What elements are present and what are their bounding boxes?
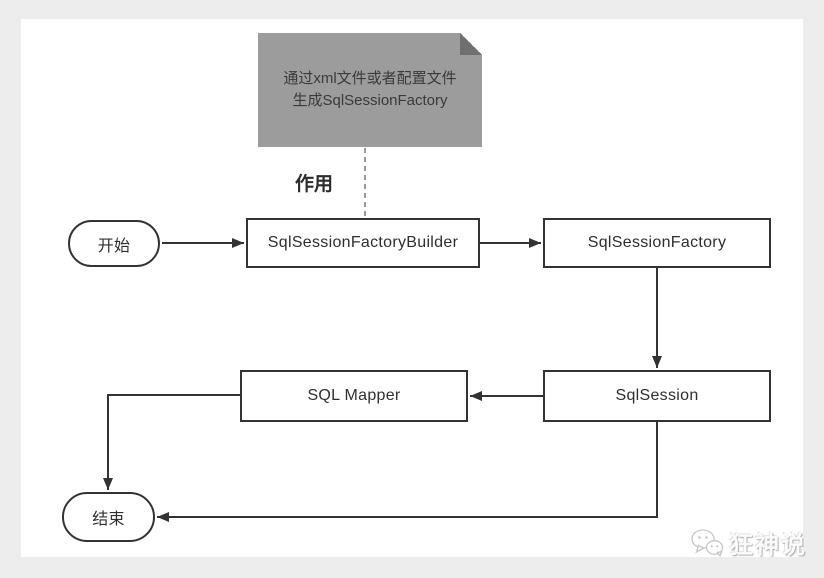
- sqlsession-label: SqlSession: [615, 387, 699, 404]
- end-node-label: 结束: [92, 511, 125, 528]
- end-node: 结束: [62, 492, 155, 542]
- sqlsessionfactorybuilder-node: SqlSessionFactoryBuilder: [246, 218, 480, 268]
- note-fold-corner: [460, 33, 482, 55]
- sqlsessionfactorybuilder-label: SqlSessionFactoryBuilder: [267, 234, 459, 251]
- note-text-line1: 通过xml文件或者配置文件: [283, 70, 457, 87]
- note-box: 通过xml文件或者配置文件 生成SqlSessionFactory: [258, 33, 482, 147]
- sqlsession-node: SqlSession: [543, 370, 771, 422]
- start-node-label: 开始: [97, 237, 131, 255]
- watermark: 狂神说: [690, 525, 807, 560]
- sqlsessionfactory-label: SqlSessionFactory: [587, 234, 727, 251]
- wechat-icon: [690, 528, 724, 558]
- sqlsessionfactory-node: SqlSessionFactory: [543, 218, 771, 268]
- edge-label-action: 作用: [295, 174, 334, 195]
- sqlmapper-label: SQL Mapper: [307, 387, 401, 404]
- sqlmapper-node: SQL Mapper: [240, 370, 468, 422]
- start-node: 开始: [68, 220, 160, 267]
- watermark-text: 狂神说: [729, 532, 807, 559]
- note-text-line2: 生成SqlSessionFactory: [292, 92, 448, 109]
